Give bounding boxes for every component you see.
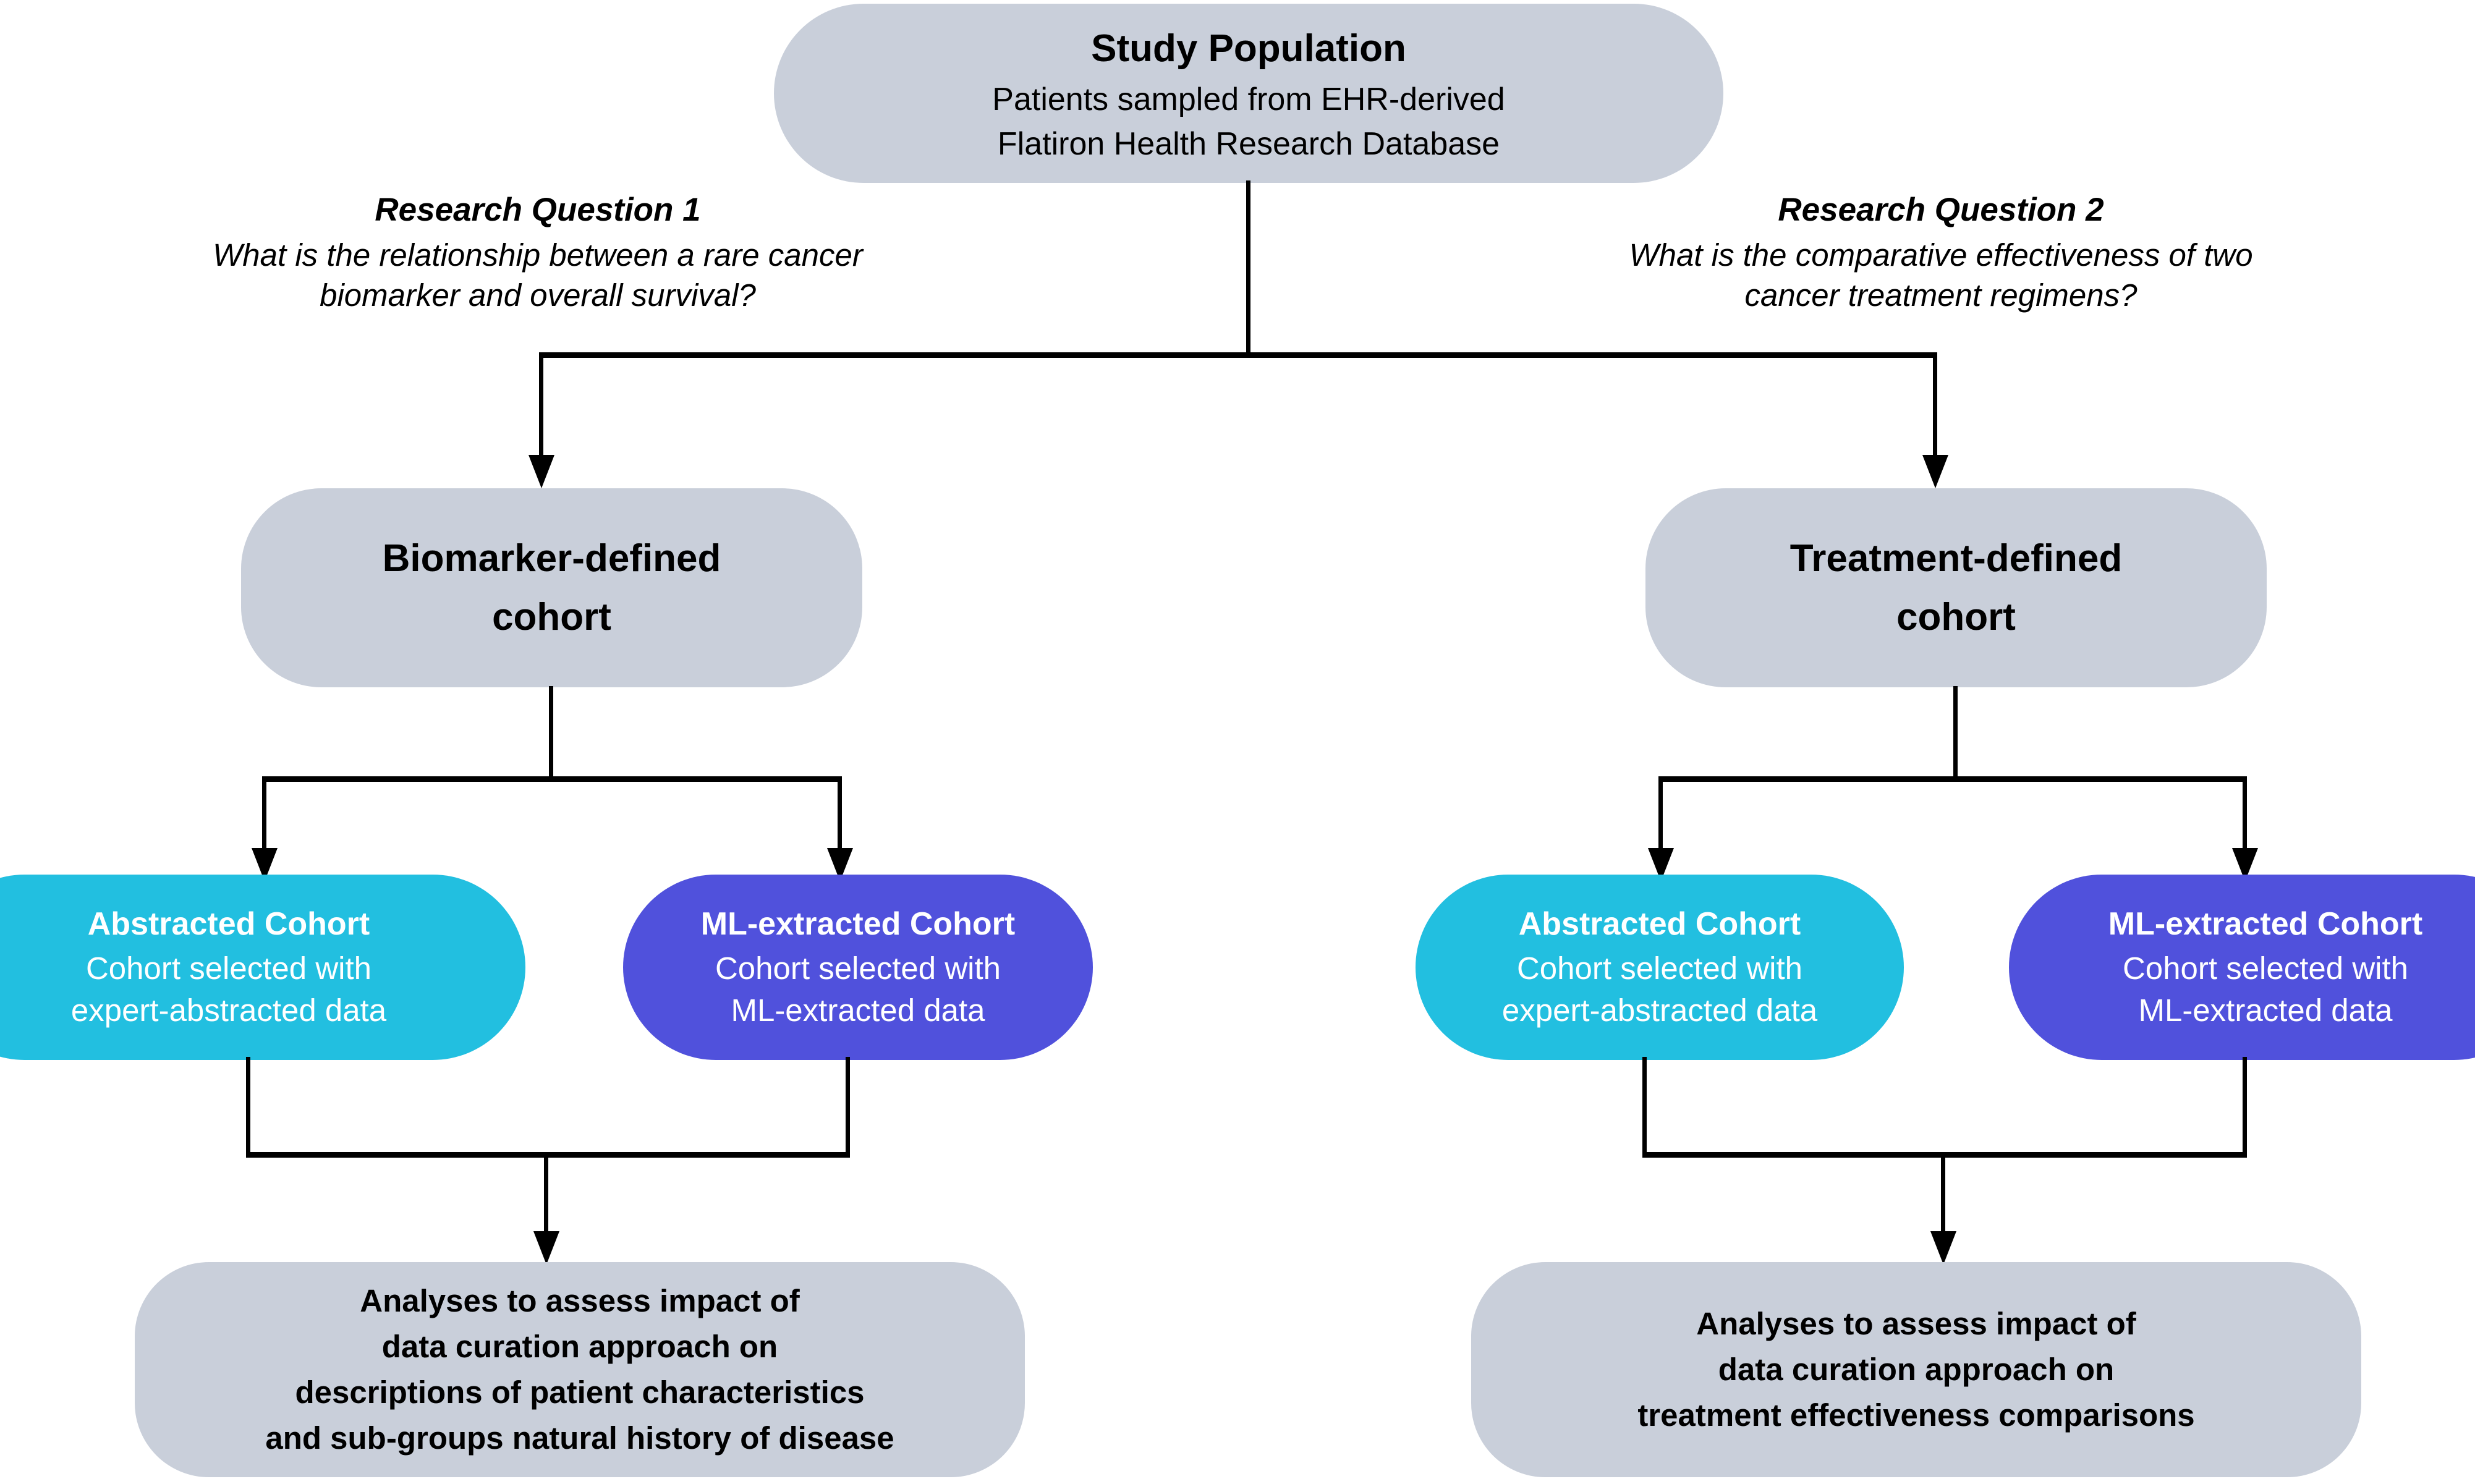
analyses-left-line-1: Analyses to assess impact of (360, 1283, 800, 1318)
connector-treatment-stem (1953, 686, 1958, 780)
connector-root-to-treatment (1933, 352, 1937, 457)
connector-root-to-biomarker (539, 352, 543, 457)
analyses-left-line-3: descriptions of patient characteristics (295, 1375, 865, 1410)
connector-biomarker-to-abstracted (262, 776, 266, 850)
node-ml-extracted-cohort-left: ML-extracted Cohort Cohort selected with… (623, 875, 1093, 1060)
analyses-left-line-2: data curation approach on (381, 1328, 778, 1364)
research-question-2-label: Research Question 2 (1778, 192, 2104, 228)
abstracted-cohort-right-line-1: Cohort selected with (1516, 950, 1803, 986)
arrowhead-left-to-analyses (533, 1231, 559, 1265)
node-biomarker-defined-cohort: Biomarker-defined cohort (241, 488, 862, 687)
research-question-2-caption: Research Question 2 What is the comparat… (1490, 189, 2392, 315)
ml-cohort-left-line-1: Cohort selected with (715, 950, 1001, 986)
connector-left-merge-stem (544, 1152, 548, 1234)
treatment-cohort-line-2: cohort (1896, 596, 2016, 638)
research-question-2-line-2: cancer treatment regimens? (1744, 278, 2138, 313)
connector-biomarker-stem (549, 686, 553, 780)
connector-root-stem (1246, 180, 1250, 356)
abstracted-cohort-left-line-1: Cohort selected with (85, 950, 372, 986)
analyses-left-line-4: and sub-groups natural history of diseas… (265, 1420, 894, 1456)
node-treatment-defined-cohort: Treatment-defined cohort (1645, 488, 2267, 687)
biomarker-cohort-line-1: Biomarker-defined (382, 536, 721, 580)
analyses-right-line-1: Analyses to assess impact of (1696, 1305, 2136, 1341)
node-analyses-right: Analyses to assess impact of data curati… (1471, 1262, 2361, 1477)
connector-ml-left-down (846, 1057, 850, 1157)
analyses-right-line-3: treatment effectiveness comparisons (1637, 1397, 2195, 1433)
connector-ml-right-down (2243, 1057, 2247, 1157)
ml-cohort-left-line-2: ML-extracted data (731, 992, 985, 1028)
abstracted-cohort-left-title: Abstracted Cohort (87, 906, 370, 943)
research-question-1-label: Research Question 1 (375, 192, 701, 228)
study-population-title: Study Population (1091, 27, 1406, 70)
arrowhead-root-to-treatment (1922, 455, 1948, 488)
node-abstracted-cohort-left: Abstracted Cohort Cohort selected with e… (0, 875, 525, 1060)
ml-cohort-right-line-1: Cohort selected with (2122, 950, 2409, 986)
research-question-2-line-1: What is the comparative effectiveness of… (1629, 237, 2253, 273)
connector-biomarker-to-ml (838, 776, 842, 850)
node-ml-extracted-cohort-right: ML-extracted Cohort Cohort selected with… (2009, 875, 2475, 1060)
treatment-cohort-line-1: Treatment-defined (1789, 536, 2123, 580)
analyses-right-line-2: data curation approach on (1718, 1351, 2115, 1387)
connector-right-merge-stem (1941, 1152, 1945, 1234)
connector-treatment-to-ml (2243, 776, 2247, 850)
connector-abstracted-right-down (1642, 1057, 1647, 1157)
connector-treatment-to-abstracted (1658, 776, 1663, 850)
node-abstracted-cohort-right: Abstracted Cohort Cohort selected with e… (1416, 875, 1904, 1060)
ml-cohort-right-line-2: ML-extracted data (2138, 992, 2393, 1028)
study-population-line-1: Patients sampled from EHR-derived (992, 82, 1505, 118)
abstracted-cohort-left-line-2: expert-abstracted data (70, 992, 387, 1028)
ml-cohort-right-title: ML-extracted Cohort (2108, 906, 2423, 943)
abstracted-cohort-right-title: Abstracted Cohort (1518, 906, 1801, 943)
connector-abstracted-left-down (246, 1057, 250, 1157)
arrowhead-right-to-analyses (1930, 1231, 1956, 1265)
research-question-1-line-1: What is the relationship between a rare … (213, 237, 863, 273)
biomarker-cohort-line-2: cohort (492, 596, 611, 638)
research-question-1-caption: Research Question 1 What is the relation… (87, 189, 989, 315)
node-analyses-left: Analyses to assess impact of data curati… (135, 1262, 1025, 1477)
connector-biomarker-split-bar (262, 776, 842, 782)
arrowhead-root-to-biomarker (529, 455, 554, 488)
connector-treatment-split-bar (1658, 776, 2247, 782)
study-population-line-2: Flatiron Health Research Database (997, 125, 1500, 162)
connector-root-split-bar (539, 352, 1937, 358)
abstracted-cohort-right-line-2: expert-abstracted data (1501, 992, 1818, 1028)
node-study-population: Study Population Patients sampled from E… (774, 4, 1723, 183)
research-question-1-line-2: biomarker and overall survival? (320, 278, 756, 313)
ml-cohort-left-title: ML-extracted Cohort (700, 906, 1016, 943)
